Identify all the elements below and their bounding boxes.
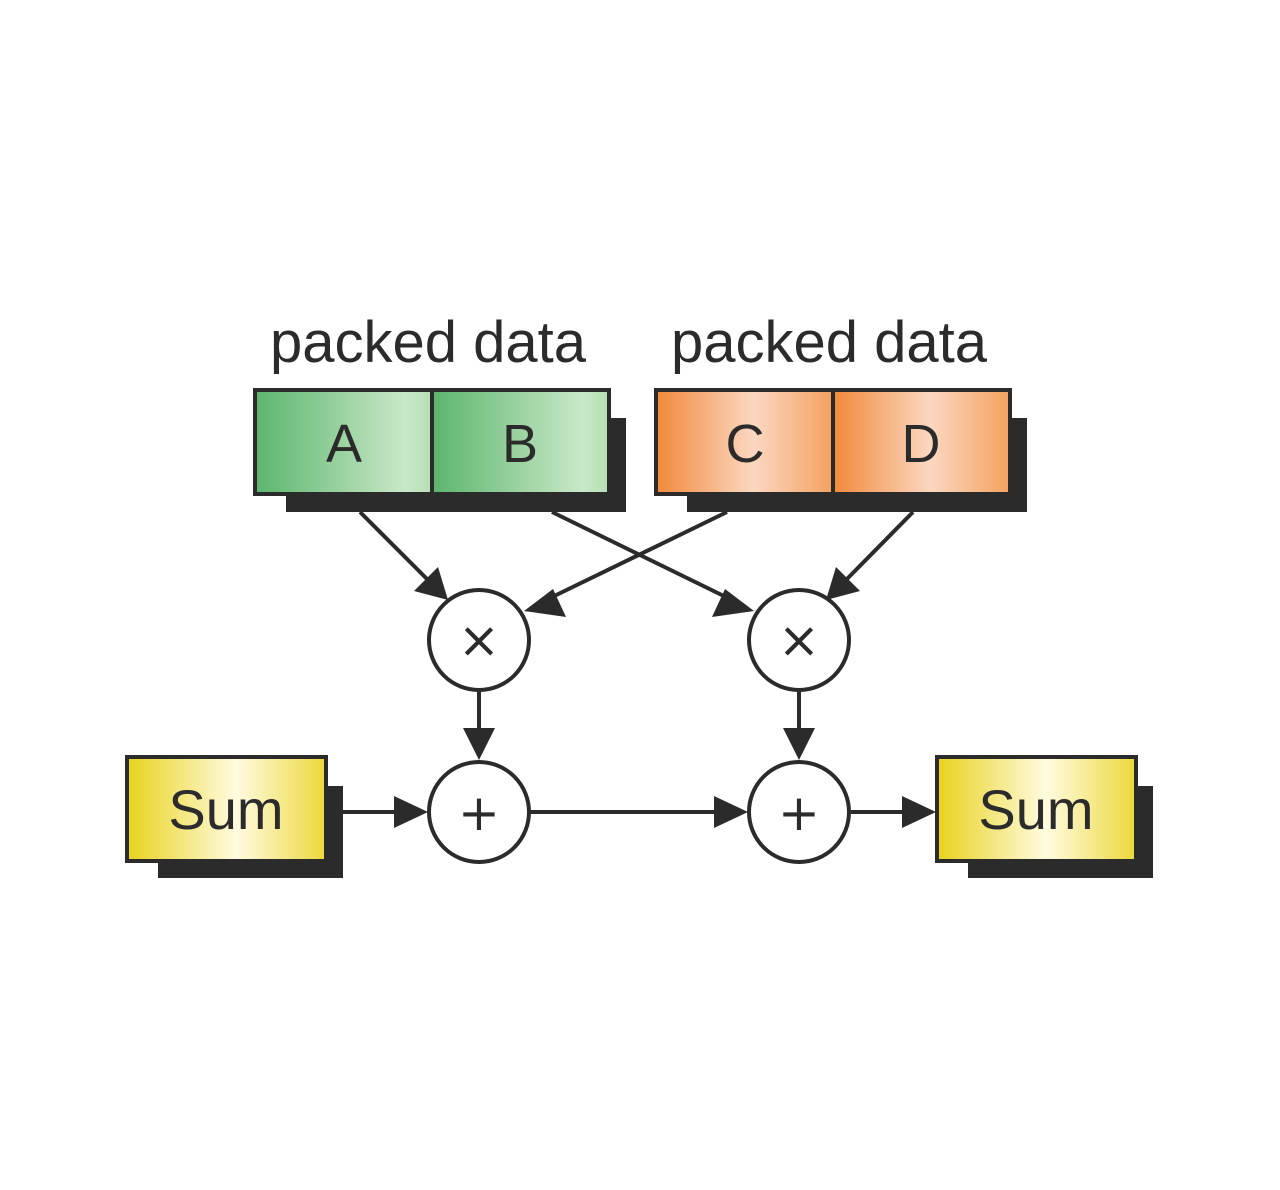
cell-b-label: B <box>502 414 538 474</box>
packed-data-label-left: packed data <box>270 310 587 375</box>
arrowhead <box>394 796 428 828</box>
arrowheads <box>394 567 936 828</box>
multiply-node-left: × <box>427 588 531 692</box>
cell-d-label: D <box>902 414 941 474</box>
sum-input-label: Sum <box>168 778 283 841</box>
arrowhead <box>414 567 448 600</box>
multiply-symbol: × <box>778 611 820 669</box>
arrowhead <box>524 589 566 617</box>
packed-register-left: A B <box>253 388 626 512</box>
edge-c-to-mul-left <box>545 510 728 602</box>
edge-d-to-mul-right <box>844 510 915 582</box>
arrowhead <box>902 796 936 828</box>
add-node-left: + <box>427 760 531 864</box>
edges <box>343 510 915 814</box>
sum-box <box>935 755 1138 863</box>
arrowhead <box>826 567 860 600</box>
cell-d <box>831 388 1012 496</box>
plus-symbol: + <box>778 784 820 842</box>
arrowhead <box>463 728 495 760</box>
plus-symbol: + <box>458 784 500 842</box>
arrowhead <box>714 796 748 828</box>
sum-box <box>125 755 328 863</box>
sum-box-output: Sum <box>935 755 1153 878</box>
edge-a-to-mul-left <box>358 510 430 582</box>
sum-output-label: Sum <box>978 778 1093 841</box>
cell-a <box>253 388 434 496</box>
cell-b <box>430 388 611 496</box>
multiply-node-right: × <box>747 588 851 692</box>
packed-register-right: C D <box>654 388 1027 512</box>
packed-data-label-right: packed data <box>671 310 988 375</box>
cell-a-label: A <box>326 414 362 474</box>
edge-b-to-mul-right <box>551 510 733 602</box>
sum-box-input: Sum <box>125 755 343 878</box>
arrowhead <box>783 728 815 760</box>
multiply-symbol: × <box>458 611 500 669</box>
cell-c-label: C <box>726 414 765 474</box>
add-node-right: + <box>747 760 851 864</box>
arrowhead <box>712 589 754 617</box>
